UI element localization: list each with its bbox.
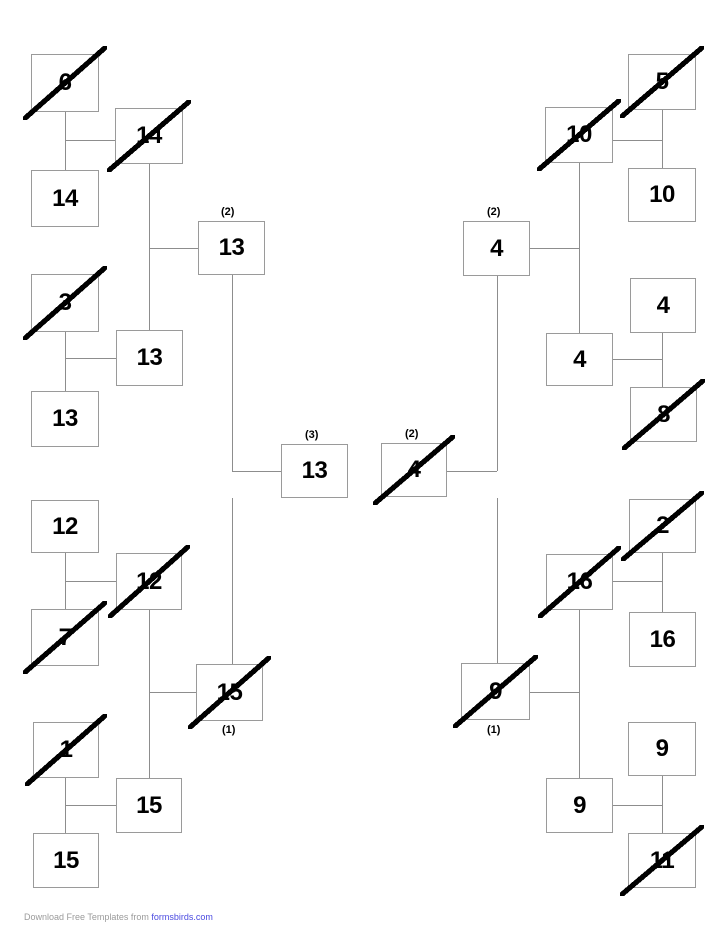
node-label: 6 — [58, 69, 72, 96]
bracket-node[interactable]: 14 — [107, 100, 191, 172]
bracket-node[interactable]: 15 — [116, 778, 182, 833]
node-label: 4 — [407, 456, 421, 483]
connector-right-bottom-e — [662, 776, 663, 833]
node-label: 3 — [58, 289, 72, 316]
node-label: 13 — [301, 457, 328, 484]
node-label: 2 — [656, 512, 669, 539]
node-label: 4 — [573, 345, 586, 373]
node-label: 4 — [656, 291, 670, 319]
bracket-node[interactable]: 2 — [621, 491, 704, 561]
bracket-node[interactable]: 3 — [23, 266, 107, 340]
bracket-node[interactable]: 12 — [108, 545, 190, 618]
connector-left-semifinal — [232, 471, 282, 472]
bracket-node[interactable]: 10 — [628, 168, 696, 222]
node-label: 14 — [136, 122, 162, 149]
node-label: 13 — [136, 344, 163, 371]
connector-left-top-g — [232, 275, 233, 471]
node-label: 15 — [216, 678, 243, 706]
node-label: 16 — [649, 625, 676, 653]
bracket-node[interactable]: 15 — [188, 656, 271, 729]
node-label: 15 — [136, 791, 162, 819]
bracket-node[interactable]: 4 — [630, 278, 696, 333]
bracket-node[interactable]: 9 — [628, 722, 696, 776]
bracket-node[interactable]: 16 — [538, 546, 621, 618]
node-label: 13 — [52, 405, 78, 432]
node-label: 9 — [655, 735, 669, 762]
node-label: 12 — [136, 567, 162, 595]
node-label: 1 — [59, 736, 73, 763]
seed-label: (1) — [222, 724, 236, 736]
bracket-node[interactable]: 4 — [373, 435, 455, 505]
node-label: 5 — [655, 68, 669, 95]
bracket-node[interactable]: 11 — [620, 825, 704, 896]
connector-right-top-c — [579, 163, 580, 333]
node-label: 4 — [490, 234, 503, 262]
footer-text: Download Free Templates from — [24, 912, 152, 922]
seed-label: (2) — [221, 206, 235, 218]
node-label: 12 — [52, 512, 78, 540]
connector-left-top-a — [65, 112, 66, 170]
bracket-node[interactable]: 8 — [622, 379, 705, 450]
connector-right-bottom-f — [613, 805, 662, 806]
node-label: 9 — [489, 677, 502, 705]
node-label: 10 — [649, 181, 675, 208]
bracket-node[interactable]: 6 — [23, 46, 107, 120]
node-label: 14 — [52, 184, 78, 212]
node-label: 7 — [58, 623, 72, 651]
node-label: 10 — [566, 121, 592, 148]
connector-right-semifinal — [447, 471, 497, 472]
seed-label: (1) — [487, 724, 501, 736]
bracket-node[interactable]: 10 — [537, 99, 621, 171]
footer-link[interactable]: formsbirds.com — [151, 912, 213, 922]
node-label: 13 — [218, 234, 245, 261]
connector-left-bottom-f — [65, 805, 117, 806]
connector-right-top-g — [497, 276, 498, 471]
node-label: 11 — [649, 846, 675, 874]
bracket-node[interactable]: 14 — [31, 170, 99, 227]
bracket-node[interactable]: 13 — [31, 391, 99, 447]
connector-right-bottom-a — [662, 553, 663, 612]
connector-left-bottom-c — [149, 610, 150, 780]
bracket-node[interactable]: 4 — [463, 221, 530, 276]
connector-right-top-f — [613, 359, 662, 360]
bracket-node[interactable]: 1 — [25, 714, 107, 786]
node-label: 9 — [573, 791, 586, 819]
footer-attribution: Download Free Templates from formsbirds.… — [24, 912, 213, 922]
node-label: 16 — [566, 568, 593, 595]
bracket-node[interactable]: 5 — [620, 46, 704, 118]
connector-right-bottom-d — [530, 692, 579, 693]
bracket-node[interactable]: 13 — [116, 330, 183, 386]
connector-left-bottom-d — [149, 692, 196, 693]
connector-left-bottom-g — [232, 498, 233, 664]
connector-left-top-e — [65, 332, 66, 391]
connector-left-top-c — [149, 163, 150, 331]
bracket-node[interactable]: 16 — [629, 612, 696, 667]
connector-right-top-e — [662, 333, 663, 390]
connector-left-top-f — [65, 358, 117, 359]
node-label: 8 — [657, 400, 670, 428]
connector-left-bottom-e — [65, 778, 66, 835]
seed-label: (3) — [305, 429, 319, 441]
connector-left-bottom-b — [65, 581, 116, 582]
connector-left-top-d — [149, 248, 199, 249]
bracket-node[interactable]: 4 — [546, 333, 613, 386]
connector-right-bottom-g — [497, 498, 498, 664]
connector-right-top-a — [662, 110, 663, 168]
connector-right-top-d — [530, 248, 579, 249]
bracket-node[interactable]: 13 — [198, 221, 265, 275]
bracket-node[interactable]: 12 — [31, 500, 99, 553]
bracket-node[interactable]: 7 — [23, 601, 107, 674]
seed-label: (2) — [487, 206, 501, 218]
connector-right-bottom-b — [613, 581, 662, 582]
connector-right-bottom-c — [579, 610, 580, 778]
bracket-node[interactable]: 9 — [546, 778, 613, 833]
connector-left-top-b — [65, 140, 116, 141]
seed-label: (2) — [405, 428, 419, 440]
bracket-node[interactable]: 13 — [281, 444, 348, 498]
bracket-node[interactable]: 9 — [453, 655, 538, 728]
node-label: 15 — [53, 846, 79, 874]
bracket-node[interactable]: 15 — [33, 833, 99, 888]
connector-right-top-b — [613, 140, 662, 141]
